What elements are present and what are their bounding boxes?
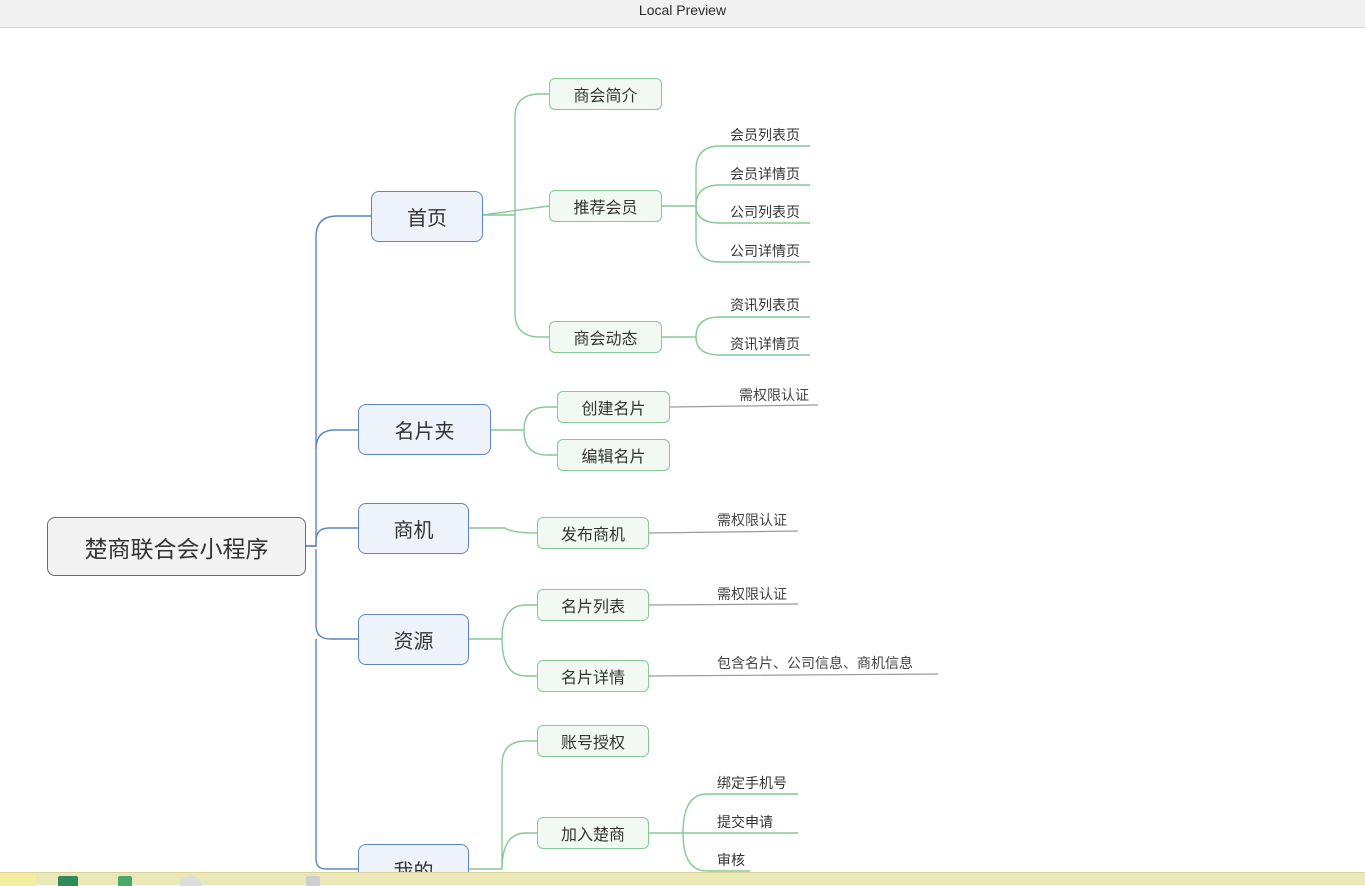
leaf-submit-application[interactable]: 提交申请 <box>717 815 773 831</box>
link-home-recommend <box>482 205 550 216</box>
link-list-note <box>648 603 799 606</box>
link-detail-note <box>648 673 939 677</box>
topic-chamber-news[interactable]: 商会动态 <box>549 321 662 353</box>
branch-mine[interactable]: 我的 <box>358 844 469 872</box>
link-root-mine <box>315 639 358 870</box>
link-recommend-leaves <box>662 145 810 207</box>
link-mine-auth <box>469 740 537 870</box>
link-root-resources <box>315 549 358 640</box>
topic-account-auth[interactable]: 账号授权 <box>537 725 649 757</box>
note-card-list-auth[interactable]: 需权限认证 <box>717 587 787 603</box>
app-icon[interactable] <box>118 876 132 886</box>
topic-recommended-members[interactable]: 推荐会员 <box>549 190 662 222</box>
leaf-news-detail[interactable]: 资讯详情页 <box>730 337 800 353</box>
link-home-news <box>514 215 549 338</box>
link-root-business <box>306 527 358 547</box>
topic-card-list[interactable]: 名片列表 <box>537 589 649 621</box>
note-card-detail-content[interactable]: 包含名片、公司信息、商机信息 <box>717 656 913 672</box>
topic-publish-opportunity[interactable]: 发布商机 <box>537 517 649 549</box>
mindmap-canvas[interactable]: 楚商联合会小程序 首页 名片夹 商机 资源 我的 商会简介 推荐会员 商会动态 … <box>0 29 1365 872</box>
root-node[interactable]: 楚商联合会小程序 <box>47 517 306 576</box>
window-title: Local Preview <box>638 2 727 18</box>
branch-resources[interactable]: 资源 <box>358 614 469 665</box>
window-titlebar: Local Preview <box>0 0 1365 28</box>
link-card-create <box>491 406 557 431</box>
branch-card-holder[interactable]: 名片夹 <box>358 404 491 455</box>
leaf-member-detail[interactable]: 会员详情页 <box>730 167 800 183</box>
link-card-edit <box>523 429 557 456</box>
start-area[interactable] <box>0 873 36 886</box>
branch-business[interactable]: 商机 <box>358 503 469 554</box>
link-publish-note <box>648 530 799 534</box>
link-create-note <box>669 404 819 408</box>
circle-icon[interactable] <box>180 876 202 886</box>
link-root-homepage <box>306 215 371 547</box>
link-res-list <box>469 604 537 640</box>
leaf-review[interactable]: 审核 <box>717 853 745 869</box>
topic-card-detail[interactable]: 名片详情 <box>537 660 649 692</box>
spreadsheet-icon[interactable] <box>58 876 78 886</box>
taskbar <box>0 872 1365 886</box>
leaf-member-list[interactable]: 会员列表页 <box>730 128 800 144</box>
link-mine-join <box>501 832 537 870</box>
topic-chamber-intro[interactable]: 商会简介 <box>549 78 662 110</box>
link-root-cardholder <box>315 429 358 450</box>
note-create-card-auth[interactable]: 需权限认证 <box>739 388 809 404</box>
topic-create-card[interactable]: 创建名片 <box>557 391 670 423</box>
note-publish-auth[interactable]: 需权限认证 <box>717 513 787 529</box>
link-res-detail <box>501 638 537 677</box>
window-icon[interactable] <box>306 876 320 886</box>
leaf-company-detail[interactable]: 公司详情页 <box>730 244 800 260</box>
link-news-leaves <box>662 316 810 338</box>
leaf-news-list[interactable]: 资讯列表页 <box>730 298 800 314</box>
topic-edit-card[interactable]: 编辑名片 <box>557 439 670 471</box>
link-home-intro <box>483 93 549 216</box>
link-biz-publish <box>469 527 538 534</box>
leaf-bind-phone[interactable]: 绑定手机号 <box>717 776 787 792</box>
branch-homepage[interactable]: 首页 <box>371 191 483 242</box>
leaf-company-list[interactable]: 公司列表页 <box>730 205 800 221</box>
topic-join-chushang[interactable]: 加入楚商 <box>537 817 649 849</box>
mindmap-links <box>306 93 939 872</box>
